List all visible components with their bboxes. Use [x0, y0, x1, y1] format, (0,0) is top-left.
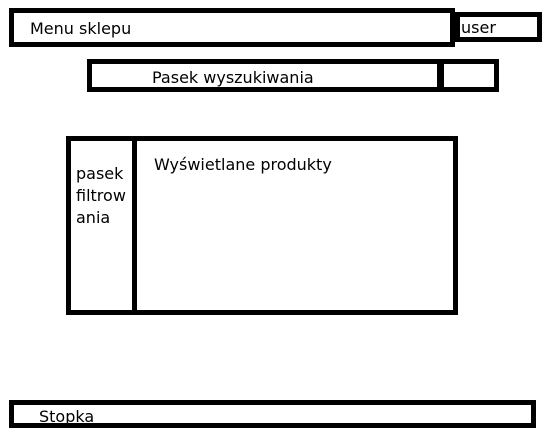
- products-area-label: Wyświetlane produkty: [154, 155, 332, 174]
- footer-label: Stopka: [39, 407, 95, 426]
- search-bar-label: Pasek wyszukiwania: [152, 68, 314, 87]
- search-bar[interactable]: Pasek wyszukiwania: [87, 59, 499, 92]
- filter-sidebar[interactable]: pasek filtrowania: [71, 141, 137, 310]
- shop-menu-label: Menu sklepu: [30, 19, 132, 38]
- products-panel: pasek filtrowania Wyświetlane produkty: [66, 136, 458, 315]
- user-box[interactable]: user: [455, 12, 542, 42]
- user-label: user: [461, 18, 496, 37]
- search-bar-divider: [437, 64, 444, 87]
- filter-sidebar-label: pasek filtrowania: [76, 164, 126, 227]
- shop-menu[interactable]: Menu sklepu: [9, 8, 455, 47]
- footer: Stopka: [9, 400, 536, 428]
